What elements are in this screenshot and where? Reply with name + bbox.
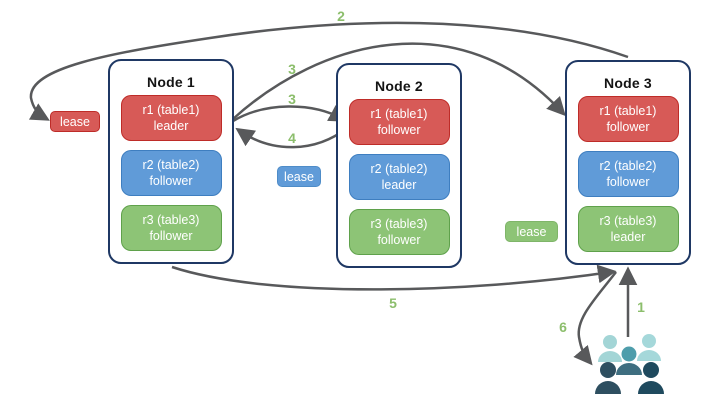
lease-tag-r2: lease <box>277 166 321 187</box>
replica-range: r1 (table1) <box>370 106 428 121</box>
node2-replica-r3: r3 (table3) follower <box>348 209 450 255</box>
replica-range: r2 (table2) <box>599 158 657 173</box>
replica-range: r1 (table1) <box>142 102 200 117</box>
node3-replica-r1: r1 (table1) follower <box>577 96 679 142</box>
node1-replica-r2: r2 (table2) follower <box>120 150 222 196</box>
node3-replica-r2: r2 (table2) follower <box>577 151 679 197</box>
users-group-icon <box>595 334 664 394</box>
replica-range: r3 (table3) <box>370 216 428 231</box>
arrow-step5-node1-to-node3 <box>171 264 617 291</box>
replica-role: follower <box>149 229 193 243</box>
node2-title: Node 2 <box>375 77 423 94</box>
replica-role: leader <box>610 230 646 244</box>
node2-box: Node 2 r1 (table1) follower r2 (table2) … <box>336 63 462 268</box>
step-label-6: 6 <box>559 319 567 335</box>
node2-replica-r1: r1 (table1) follower <box>348 99 450 145</box>
node3-replica-r3: r3 (table3) leader <box>577 206 679 252</box>
replica-range: r3 (table3) <box>599 213 657 228</box>
lease-tag-r3: lease <box>505 221 558 242</box>
step-label-3-short: 3 <box>288 91 296 107</box>
lease-tag-r1: lease <box>50 111 100 132</box>
replica-role: follower <box>606 120 650 134</box>
replica-range: r2 (table2) <box>370 161 428 176</box>
replica-role: follower <box>377 233 421 247</box>
replica-range: r2 (table2) <box>142 157 200 172</box>
arrow-step3-node1-to-node2 <box>232 104 348 123</box>
node1-title: Node 1 <box>147 73 195 90</box>
step-label-4: 4 <box>288 130 296 146</box>
node1-box: Node 1 r1 (table1) leader r2 (table2) fo… <box>108 59 234 264</box>
step-label-1: 1 <box>637 299 645 315</box>
node1-replica-r3: r3 (table3) follower <box>120 205 222 251</box>
step-label-3-long: 3 <box>288 61 296 77</box>
node3-box: Node 3 r1 (table1) follower r2 (table2) … <box>565 60 691 265</box>
replica-role: follower <box>149 174 193 188</box>
replica-range: r1 (table1) <box>599 103 657 118</box>
step-label-5: 5 <box>389 295 397 311</box>
node3-title: Node 3 <box>604 74 652 91</box>
replica-role: leader <box>153 119 189 133</box>
replica-role: leader <box>381 178 417 192</box>
node2-replica-r2: r2 (table2) leader <box>348 154 450 200</box>
replica-range: r3 (table3) <box>142 212 200 227</box>
replica-role: follower <box>377 123 421 137</box>
node1-replica-r1: r1 (table1) leader <box>120 95 222 141</box>
step-label-2: 2 <box>337 8 345 24</box>
replica-role: follower <box>606 175 650 189</box>
